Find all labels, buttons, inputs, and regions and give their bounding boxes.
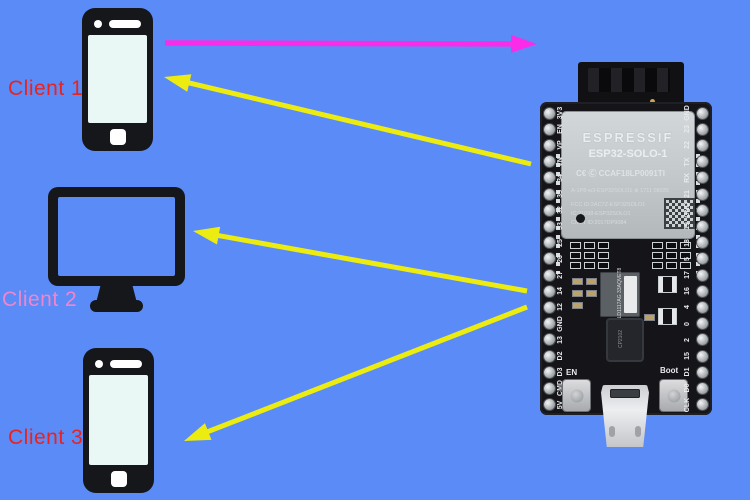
phone-speaker-slot <box>110 360 142 368</box>
uart-chip-text: CP2102 <box>618 329 625 349</box>
usb-uart-chip: CP2102 <box>608 320 642 360</box>
pin-hole-right-gnd <box>696 107 708 119</box>
module-ic-line: IC:21098-ESP32SOLO1 <box>571 211 631 217</box>
client-1-phone-icon <box>82 8 153 151</box>
pin-hole-right-23 <box>696 123 708 135</box>
phone-home-button <box>109 129 126 145</box>
module-brand-text: ESPRESSIF <box>582 130 674 145</box>
antenna-trace-pattern <box>588 68 670 92</box>
pin-hole-right-16 <box>696 285 708 297</box>
module-cmiit-line: CMIIT ID:2017DP9084 <box>571 220 627 226</box>
phone-camera-dot <box>94 20 102 28</box>
arrow-esp32-to-client1 <box>164 74 532 167</box>
module-cert-marks: C€ Ⓒ CCAF18LP0091TI <box>576 169 665 178</box>
monitor-screen <box>58 197 175 276</box>
client-2-monitor-icon <box>48 187 185 315</box>
pin-hole-left-vp <box>543 139 555 151</box>
pin-hole-left-13 <box>543 334 555 346</box>
regulator-text: LD1117AG 33AQVET8 <box>617 267 623 319</box>
phone-home-button <box>110 471 127 487</box>
module-fcc-line: FCC ID:2AC7Z-ESP32SOLO1 <box>571 202 646 208</box>
monitor-stand-base <box>90 300 143 312</box>
module-reg-line: A-1P8-w3-ESP32SOLO1 ⊕ 1711 08035 <box>571 188 669 194</box>
arrow-client1-to-esp32 <box>164 34 537 53</box>
module-model-text: ESP32-SOLO-1 <box>588 148 668 160</box>
pin-hole-left-en <box>543 123 555 135</box>
pin-hole-right-tx <box>696 156 708 168</box>
pin-hole-left-35 <box>543 188 555 200</box>
pin-hole-left-14 <box>543 285 555 297</box>
pin-hole-left-34 <box>543 172 555 184</box>
pin-hole-left-cmd <box>543 382 555 394</box>
pin-hole-right-d1 <box>696 366 708 378</box>
esp32-module-shield: ESPRESSIF ESP32-SOLO-1 C€ Ⓒ CCAF18LP0091… <box>562 112 695 238</box>
pin-label-right-clk: CLK <box>684 397 691 412</box>
pin-hole-left-5v <box>543 399 555 411</box>
monitor-stand-neck <box>96 284 137 303</box>
pin-hole-left-26 <box>543 253 555 265</box>
micro-usb-connector <box>601 385 649 447</box>
phone-camera-dot <box>95 360 103 368</box>
pin-hole-left-12 <box>543 301 555 313</box>
client-3-label: Client 3 <box>8 426 84 449</box>
pin-hole-left-gnd <box>543 318 555 330</box>
esp32-board: ESPRESSIF ESP32-SOLO-1 C€ Ⓒ CCAF18LP0091… <box>540 62 712 447</box>
pin-hole-left-27 <box>543 269 555 281</box>
client-2-label: Client 2 <box>2 288 78 311</box>
pin-hole-left-33 <box>543 220 555 232</box>
pin-hole-right-0 <box>696 318 708 330</box>
pin-label-left-5v: 5V <box>557 400 564 409</box>
pin-hole-left-25 <box>543 237 555 249</box>
client-1-label: Client 1 <box>8 77 84 100</box>
pin-hole-left-d3 <box>543 366 555 378</box>
en-button-label: EN <box>566 368 578 377</box>
pin-hole-left-3v3 <box>543 107 555 119</box>
pin-hole-right-19 <box>696 220 708 232</box>
phone-screen <box>89 375 148 465</box>
pin-hole-right-21 <box>696 188 708 200</box>
boot-button-label: Boot <box>660 366 679 375</box>
en-button <box>563 380 590 411</box>
qr-code <box>664 198 695 229</box>
pin-hole-left-32 <box>543 204 555 216</box>
phone-speaker-slot <box>109 20 141 28</box>
pin-hole-right-4 <box>696 301 708 313</box>
phone-screen <box>88 35 147 123</box>
client-3-phone-icon <box>83 348 154 493</box>
arrow-esp32-to-client3 <box>184 304 528 441</box>
pin-hole-right-18 <box>696 237 708 249</box>
pin-hole-right-clk <box>696 399 708 411</box>
pin-hole-right-15 <box>696 350 708 362</box>
pin-hole-right-rx <box>696 172 708 184</box>
pin-hole-right-22 <box>696 139 708 151</box>
voltage-regulator-chip: LD1117AG 33AQVET8 <box>600 268 640 318</box>
pin-hole-left-d2 <box>543 350 555 362</box>
pin-hole-right-17 <box>696 269 708 281</box>
pin-hole-right-gnd <box>696 204 708 216</box>
boot-button <box>660 380 687 411</box>
pin-hole-right-d0 <box>696 382 708 394</box>
module-pin1-dot <box>576 214 585 223</box>
pin-hole-left-vn <box>543 156 555 168</box>
pin-hole-right-2 <box>696 334 708 346</box>
pin-hole-right-5 <box>696 253 708 265</box>
arrow-esp32-to-client2 <box>193 226 528 294</box>
